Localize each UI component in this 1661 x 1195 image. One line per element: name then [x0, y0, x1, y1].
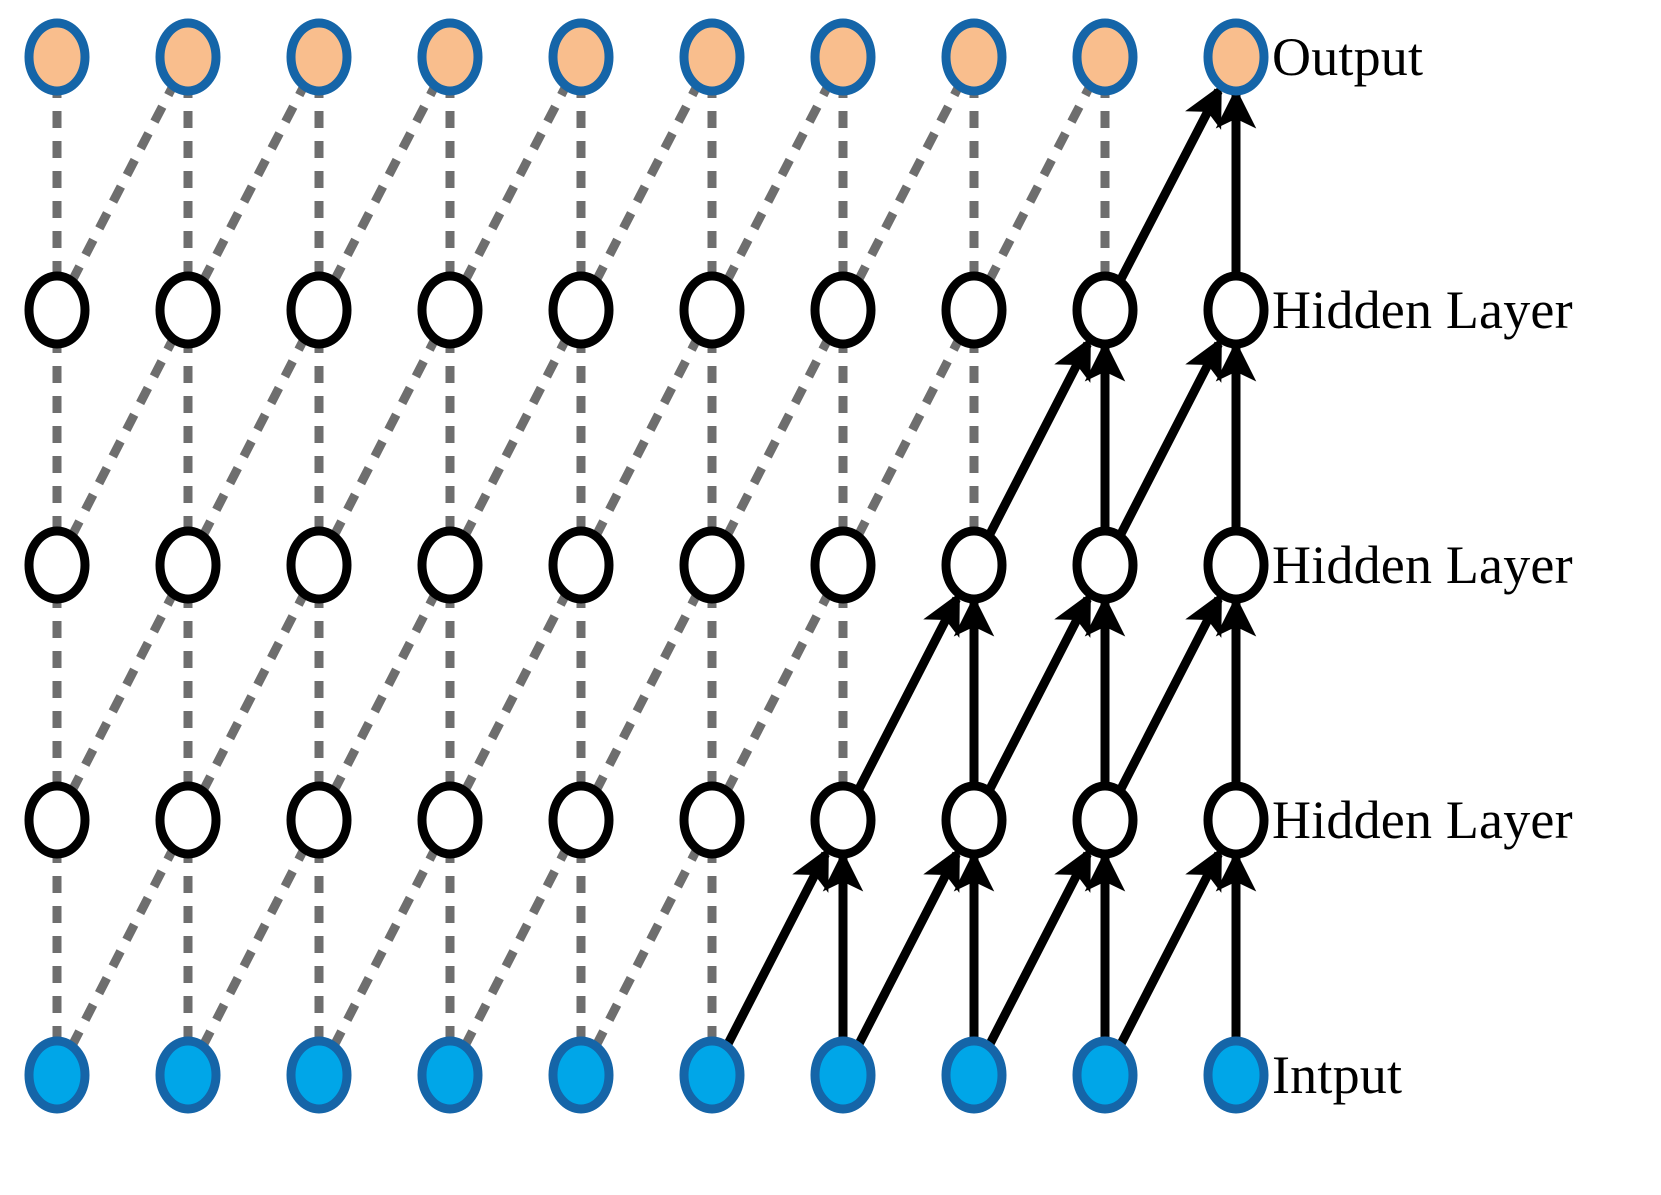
node-input-2[interactable]: [286, 1036, 352, 1114]
node-output-9[interactable]: [1203, 18, 1269, 96]
hidden1-to-hidden2-diagonal-edge-2: [329, 591, 440, 794]
node-hidden2-6[interactable]: [810, 526, 876, 604]
layer-label-hidden-layer-3: Hidden Layer: [1272, 280, 1573, 340]
node-input-4[interactable]: [548, 1036, 614, 1114]
node-hidden3-2[interactable]: [286, 271, 352, 349]
hidden3-to-output-diagonal-edge-8: [1115, 84, 1223, 284]
node-hidden3-0[interactable]: [24, 271, 90, 349]
node-hidden3-9[interactable]: [1203, 271, 1269, 349]
hidden3-to-output-diagonal-edge-4: [591, 83, 702, 284]
node-hidden1-7[interactable]: [941, 781, 1007, 859]
node-hidden2-4[interactable]: [548, 526, 614, 604]
hidden3-to-output-diagonal-edge-6: [853, 83, 964, 284]
node-hidden2-0[interactable]: [24, 526, 90, 604]
node-hidden3-8[interactable]: [1072, 271, 1138, 349]
node-input-0[interactable]: [24, 1036, 90, 1114]
dashed-edge-layer: [52, 83, 1110, 1049]
input-to-hidden1-diagonal-edge-8: [1115, 847, 1223, 1049]
hidden1-to-hidden2-diagonal-edge-8: [1115, 592, 1223, 794]
node-hidden1-3[interactable]: [417, 781, 483, 859]
input-to-hidden1-diagonal-edge-4: [591, 846, 702, 1049]
node-input-1[interactable]: [155, 1036, 221, 1114]
hidden1-to-hidden2-diagonal-edge-5: [722, 591, 833, 794]
hidden2-to-hidden3-diagonal-edge-6: [853, 336, 964, 539]
hidden1-to-hidden2-diagonal-edge-7: [984, 592, 1092, 794]
node-output-0[interactable]: [24, 18, 90, 96]
hidden1-to-hidden2-diagonal-edge-1: [198, 591, 309, 794]
node-input-6[interactable]: [810, 1036, 876, 1114]
node-hidden3-7[interactable]: [941, 271, 1007, 349]
node-output-2[interactable]: [286, 18, 352, 96]
node-output-3[interactable]: [417, 18, 483, 96]
layer-label-hidden-layer-1: Hidden Layer: [1272, 790, 1573, 850]
input-to-hidden1-diagonal-edge-6: [853, 847, 961, 1049]
hidden3-to-output-diagonal-edge-2: [329, 83, 440, 284]
layer-label-hidden-layer-2: Hidden Layer: [1272, 535, 1573, 595]
input-to-hidden1-diagonal-edge-5: [722, 847, 830, 1049]
node-hidden1-9[interactable]: [1203, 781, 1269, 859]
node-hidden3-4[interactable]: [548, 271, 614, 349]
hidden1-to-hidden2-diagonal-edge-3: [460, 591, 571, 794]
hidden2-to-hidden3-diagonal-edge-3: [460, 336, 571, 539]
node-hidden3-5[interactable]: [679, 271, 745, 349]
hidden1-to-hidden2-diagonal-edge-6: [853, 592, 961, 794]
node-input-8[interactable]: [1072, 1036, 1138, 1114]
node-hidden2-3[interactable]: [417, 526, 483, 604]
node-hidden3-3[interactable]: [417, 271, 483, 349]
solid-edge-layer: [722, 84, 1257, 1049]
node-hidden2-8[interactable]: [1072, 526, 1138, 604]
hidden3-to-output-diagonal-edge-3: [460, 83, 571, 284]
node-hidden2-5[interactable]: [679, 526, 745, 604]
node-hidden2-1[interactable]: [155, 526, 221, 604]
node-layer: [24, 18, 1269, 1114]
node-hidden1-6[interactable]: [810, 781, 876, 859]
hidden1-to-hidden2-diagonal-edge-4: [591, 591, 702, 794]
node-hidden3-1[interactable]: [155, 271, 221, 349]
node-input-5[interactable]: [679, 1036, 745, 1114]
input-to-hidden1-diagonal-edge-0: [67, 846, 178, 1049]
node-hidden1-4[interactable]: [548, 781, 614, 859]
node-input-9[interactable]: [1203, 1036, 1269, 1114]
hidden2-to-hidden3-diagonal-edge-8: [1115, 337, 1223, 539]
hidden2-to-hidden3-diagonal-edge-5: [722, 336, 833, 539]
node-input-3[interactable]: [417, 1036, 483, 1114]
node-output-7[interactable]: [941, 18, 1007, 96]
hidden2-to-hidden3-diagonal-edge-7: [984, 337, 1092, 539]
hidden1-to-hidden2-diagonal-edge-0: [67, 591, 178, 794]
node-output-4[interactable]: [548, 18, 614, 96]
hidden3-to-output-diagonal-edge-1: [198, 83, 309, 284]
node-hidden3-6[interactable]: [810, 271, 876, 349]
hidden3-to-output-diagonal-edge-0: [67, 83, 178, 284]
hidden3-to-output-diagonal-edge-5: [722, 83, 833, 284]
layer-label-output: Output: [1272, 27, 1424, 87]
node-input-7[interactable]: [941, 1036, 1007, 1114]
hidden2-to-hidden3-diagonal-edge-1: [198, 336, 309, 539]
node-hidden1-5[interactable]: [679, 781, 745, 859]
hidden2-to-hidden3-diagonal-edge-4: [591, 336, 702, 539]
layer-label-input: Intput: [1272, 1045, 1403, 1105]
node-output-6[interactable]: [810, 18, 876, 96]
node-hidden2-7[interactable]: [941, 526, 1007, 604]
node-hidden1-0[interactable]: [24, 781, 90, 859]
hidden2-to-hidden3-diagonal-edge-2: [329, 336, 440, 539]
node-output-1[interactable]: [155, 18, 221, 96]
node-hidden2-2[interactable]: [286, 526, 352, 604]
input-to-hidden1-diagonal-edge-7: [984, 847, 1092, 1049]
node-hidden1-8[interactable]: [1072, 781, 1138, 859]
node-hidden1-2[interactable]: [286, 781, 352, 859]
node-output-8[interactable]: [1072, 18, 1138, 96]
hidden2-to-hidden3-diagonal-edge-0: [67, 336, 178, 539]
node-output-5[interactable]: [679, 18, 745, 96]
hidden3-to-output-diagonal-edge-7: [984, 83, 1095, 284]
node-hidden1-1[interactable]: [155, 781, 221, 859]
input-to-hidden1-diagonal-edge-3: [460, 846, 571, 1049]
node-hidden2-9[interactable]: [1203, 526, 1269, 604]
input-to-hidden1-diagonal-edge-2: [329, 846, 440, 1049]
input-to-hidden1-diagonal-edge-1: [198, 846, 309, 1049]
